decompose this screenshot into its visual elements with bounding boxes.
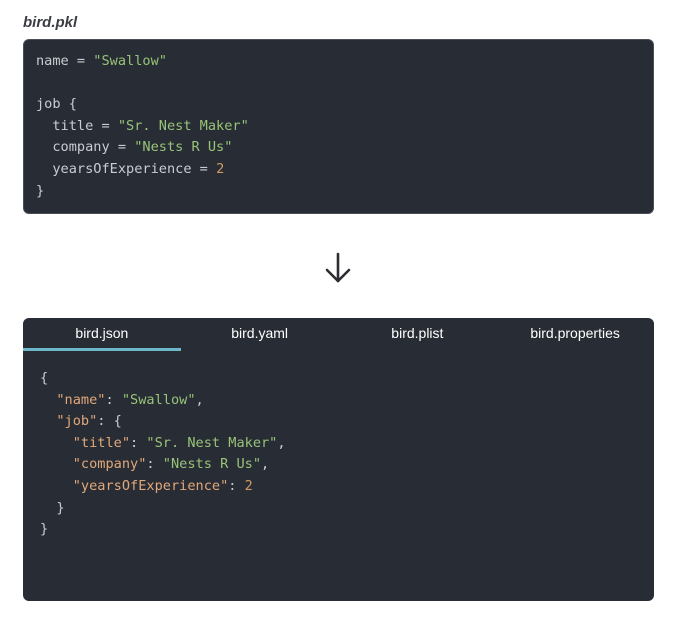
output-panel: bird.json bird.yaml bird.plist bird.prop… [23, 318, 654, 601]
code-token: , [277, 434, 286, 451]
code-token: } [40, 521, 49, 538]
code-token: : [146, 456, 163, 473]
code-token [40, 392, 56, 408]
code-token: { [40, 370, 49, 386]
source-code: name = "Swallow" job { title = "Sr. Nest… [36, 51, 249, 202]
code-token [40, 435, 73, 451]
code-token: "company" [72, 456, 147, 473]
code-token: : [228, 477, 245, 494]
code-token: "Sr. Nest Maker" [117, 117, 249, 134]
code-token: yearsOfExperience = [36, 160, 217, 177]
source-code-panel: name = "Swallow" job { title = "Sr. Nest… [23, 39, 654, 214]
code-token: "name" [56, 391, 106, 408]
code-token: "Swallow" [121, 391, 196, 408]
code-token [40, 413, 56, 429]
output-code: { "name": "Swallow", "job": { "title": "… [40, 368, 286, 541]
code-token: "yearsOfExperience" [72, 477, 229, 494]
code-token: company = [36, 139, 135, 156]
code-token: 2 [216, 160, 225, 177]
code-token: } [40, 499, 65, 516]
tab-json[interactable]: bird.json [23, 318, 181, 351]
code-token: name = [36, 53, 94, 69]
code-token: "Swallow" [93, 53, 167, 69]
code-token: job { [36, 96, 77, 113]
tab-yaml[interactable]: bird.yaml [231, 325, 289, 341]
code-token: "Nests R Us" [162, 456, 262, 473]
code-token [40, 478, 73, 494]
code-token: , [195, 391, 204, 408]
output-format-tabs: bird.json bird.yaml bird.plist bird.prop… [23, 318, 654, 351]
code-token: "job" [56, 413, 98, 430]
code-token: : [130, 434, 147, 451]
arrow-down-icon [325, 252, 351, 283]
code-token: title = [36, 117, 118, 134]
code-token [40, 456, 73, 472]
tab-plist[interactable]: bird.plist [391, 325, 444, 341]
code-token: : { [97, 413, 122, 430]
code-token: , [261, 456, 270, 473]
code-token: "Sr. Nest Maker" [146, 434, 278, 451]
code-token: "Nests R Us" [134, 139, 233, 156]
code-token: : [105, 391, 122, 408]
code-token: 2 [244, 477, 253, 494]
code-token: } [36, 182, 45, 199]
source-filename: bird.pkl [23, 14, 78, 31]
tab-properties[interactable]: bird.properties [530, 325, 620, 341]
code-token: "title" [72, 434, 131, 451]
